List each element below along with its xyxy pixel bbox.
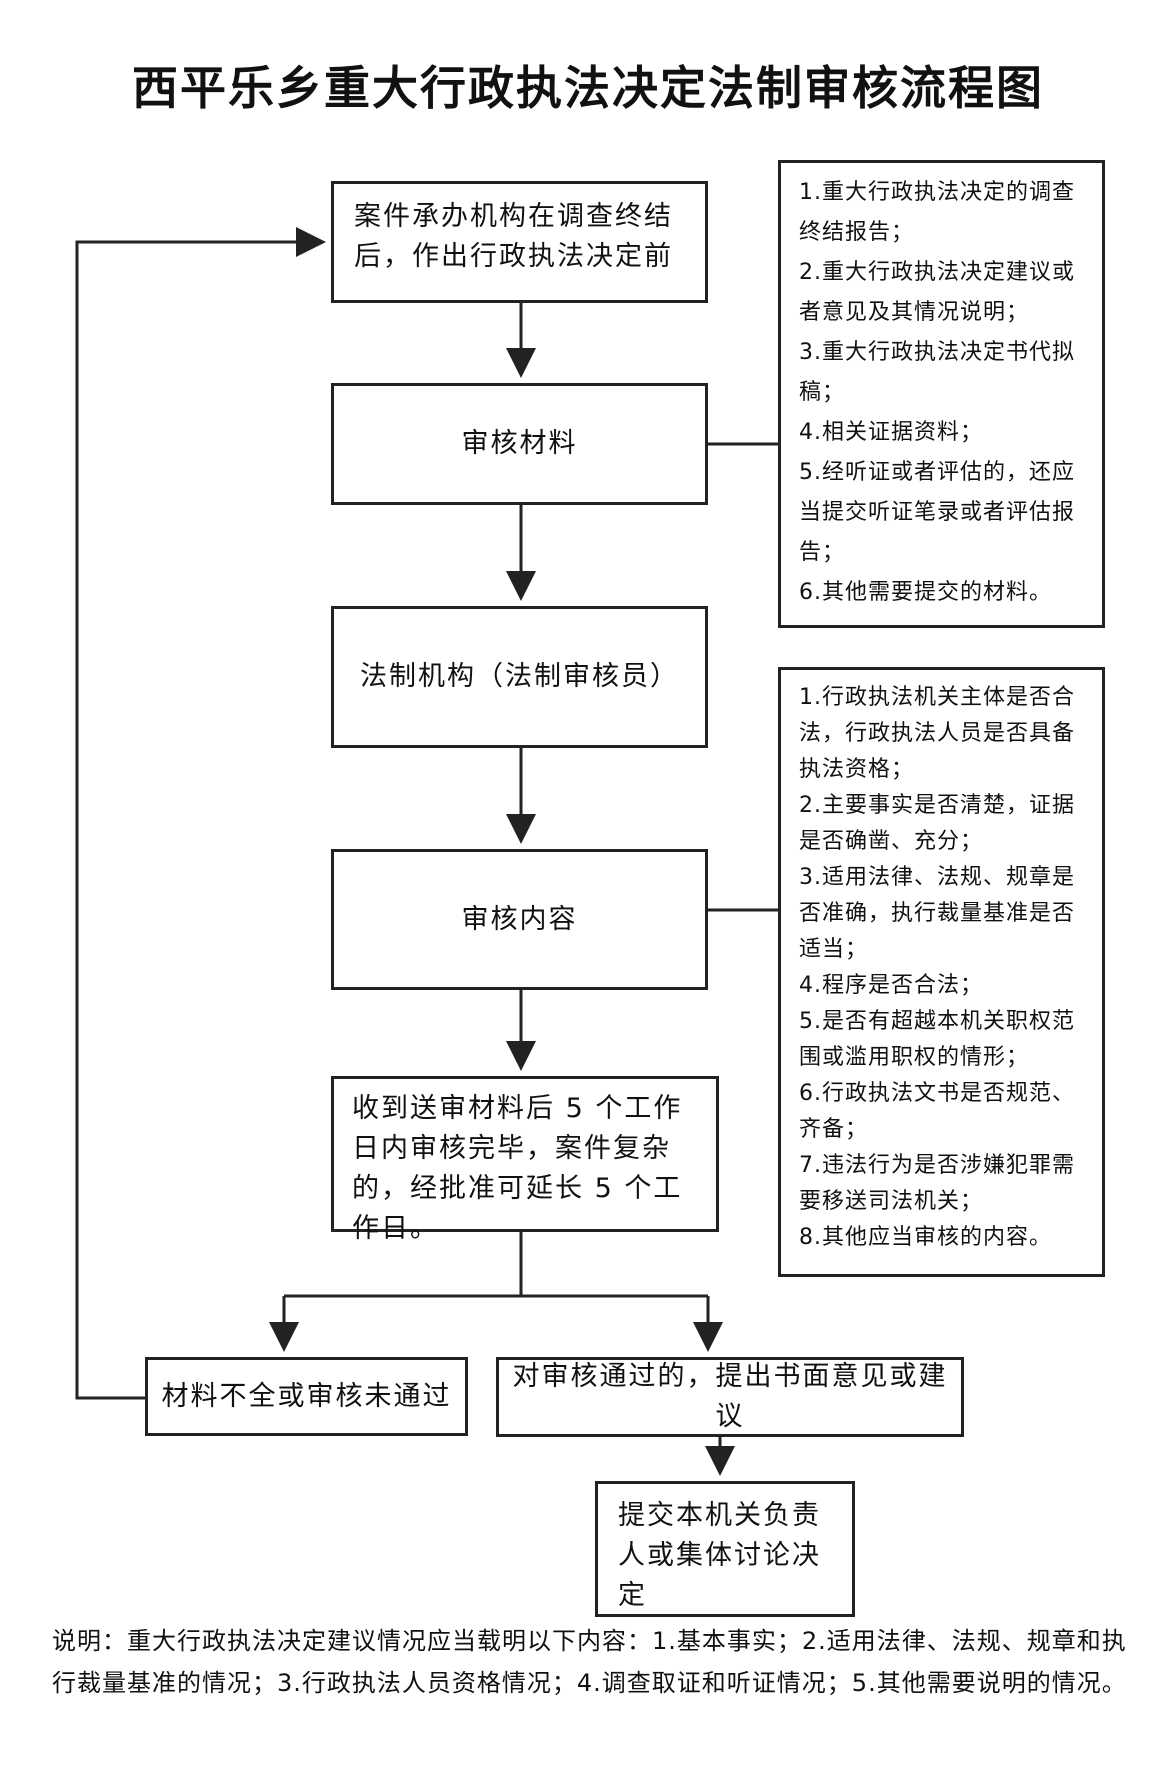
submit-text: 提交本机关负责人或集体讨论决定 [618,1500,821,1611]
start-text: 案件承办机构在调查终结后，作出行政执法决定前 [354,201,673,272]
materials-notes-box: 1.重大行政执法决定的调查终结报告； 2.重大行政执法决定建议或者意见及其情况说… [778,160,1105,628]
pass-box: 对审核通过的，提出书面意见或建议 [496,1357,964,1437]
deadline-text: 收到送审材料后 5 个工作日内审核完毕，案件复杂的，经批准可延长 5 个工作日。 [352,1093,683,1244]
review-content-box: 审核内容 [331,849,708,990]
materials-note: 1.重大行政执法决定的调查终结报告； [799,180,1075,245]
pass-text: 对审核通过的，提出书面意见或建议 [512,1361,948,1432]
content-note: 8.其他应当审核的内容。 [799,1225,1052,1250]
materials-note: 5.经听证或者评估的，还应当提交听证笔录或者评估报告； [799,460,1076,565]
deadline-box: 收到送审材料后 5 个工作日内审核完毕，案件复杂的，经批准可延长 5 个工作日。 [331,1076,719,1244]
review-materials-box: 审核材料 [331,383,708,505]
materials-note: 3.重大行政执法决定书代拟稿； [799,340,1075,405]
content-note: 3.适用法律、法规、规章是否准确，执行裁量基准是否适当； [799,865,1076,962]
content-note: 6.行政执法文书是否规范、齐备； [799,1081,1075,1142]
start-box: 案件承办机构在调查终结后，作出行政执法决定前 [331,181,708,303]
fail-text: 材料不全或审核未通过 [161,1380,452,1412]
submit-box: 提交本机关负责人或集体讨论决定 [595,1481,855,1617]
materials-note: 6.其他需要提交的材料。 [799,580,1052,605]
footnote: 说明：重大行政执法决定建议情况应当载明以下内容：1.基本事实；2.适用法律、法规… [52,1627,1127,1697]
materials-note: 4.相关证据资料； [799,420,983,445]
review-materials-text: 审核材料 [461,428,578,459]
content-note: 1.行政执法机关主体是否合法，行政执法人员是否具备执法资格； [799,685,1076,782]
content-note: 2.主要事实是否清楚，证据是否确凿、充分； [799,793,1075,854]
connector-fail-loop-back [75,227,326,1400]
content-note: 4.程序是否合法； [799,973,983,998]
legal-org-text: 法制机构（法制审核员） [360,661,679,692]
content-note: 5.是否有超越本机关职权范围或滥用职权的情形； [799,1009,1075,1070]
legal-org-box: 法制机构（法制审核员） [331,606,708,748]
page-title: 西平乐乡重大行政执法决定法制审核流程图 [132,61,1044,115]
review-content-text: 审核内容 [461,903,578,935]
content-notes-box: 1.行政执法机关主体是否合法，行政执法人员是否具备执法资格； 2.主要事实是否清… [778,667,1105,1277]
fail-box: 材料不全或审核未通过 [145,1357,468,1436]
materials-note: 2.重大行政执法决定建议或者意见及其情况说明； [799,260,1075,325]
content-note: 7.违法行为是否涉嫌犯罪需要移送司法机关； [799,1153,1075,1214]
